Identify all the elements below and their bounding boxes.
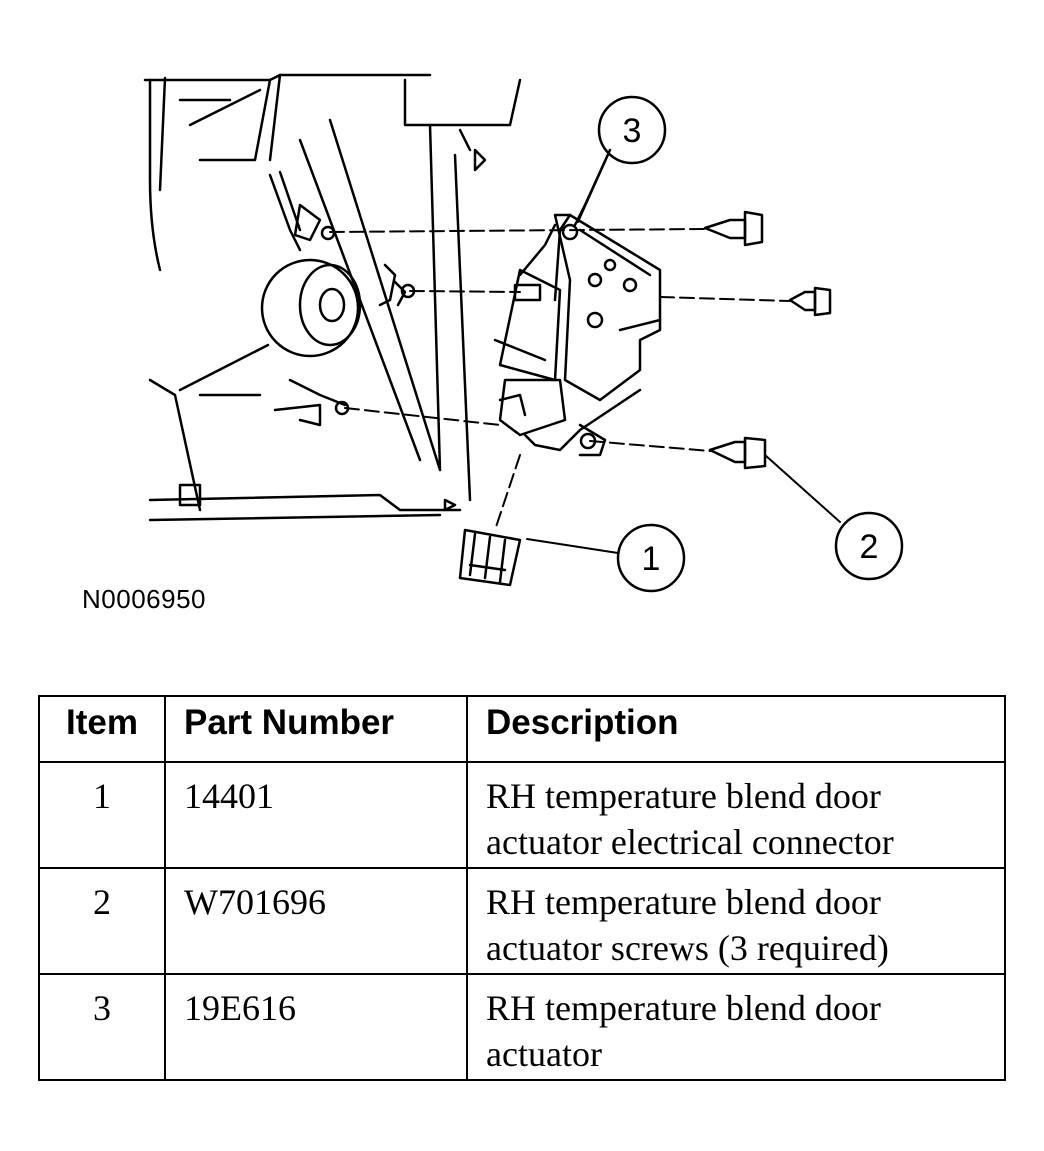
cell-item: 1: [38, 761, 166, 869]
description-line: RH temperature blend door: [486, 882, 881, 922]
callout-circle-3: [597, 95, 667, 165]
description-line: actuator electrical connector: [486, 822, 894, 862]
callout-label-3: 3: [623, 112, 642, 150]
description-line: RH temperature blend door: [486, 776, 881, 816]
cell-item: 3: [38, 973, 166, 1081]
cell-description: RH temperature blend door actuator screw…: [466, 867, 1006, 975]
figure-id: N0006950: [82, 584, 206, 614]
cell-part-number: 19E616: [164, 973, 468, 1081]
housing-clips: [268, 170, 416, 427]
description-line: actuator screws (3 required): [486, 928, 889, 968]
alignment-lines: [329, 228, 791, 531]
description-line: actuator: [486, 1034, 602, 1074]
callout-circle-1: [616, 523, 686, 593]
table-header-row: Item Part Number Description: [38, 695, 1006, 763]
actuator-screws: [703, 210, 832, 470]
heater-housing: [143, 73, 522, 522]
callout-circle-2: [834, 511, 904, 581]
blower-wheel: [178, 258, 362, 392]
header-item: Item: [38, 695, 166, 763]
parts-table: Item Part Number Description 1 14401 RH …: [38, 695, 1006, 1081]
table-row: 3 19E616 RH temperature blend door actua…: [38, 973, 1006, 1081]
electrical-connector: [458, 528, 522, 587]
cell-part-number: 14401: [164, 761, 468, 869]
cell-item: 2: [38, 867, 166, 975]
callout-label-2: 2: [860, 528, 879, 566]
cell-part-number: W701696: [164, 867, 468, 975]
actuator-body: [493, 148, 662, 457]
description-line: RH temperature blend door: [486, 988, 881, 1028]
cell-description: RH temperature blend door actuator: [466, 973, 1006, 1081]
header-part-number: Part Number: [164, 695, 468, 763]
callout-leaders: [526, 154, 841, 554]
table-row: 1 14401 RH temperature blend door actuat…: [38, 761, 1006, 869]
actuator-diagram: 3 1 2: [143, 73, 904, 593]
table-row: 2 W701696 RH temperature blend door actu…: [38, 867, 1006, 975]
callout-label-1: 1: [642, 540, 661, 578]
cell-description: RH temperature blend door actuator elect…: [466, 761, 1006, 869]
header-description: Description: [466, 695, 1006, 763]
